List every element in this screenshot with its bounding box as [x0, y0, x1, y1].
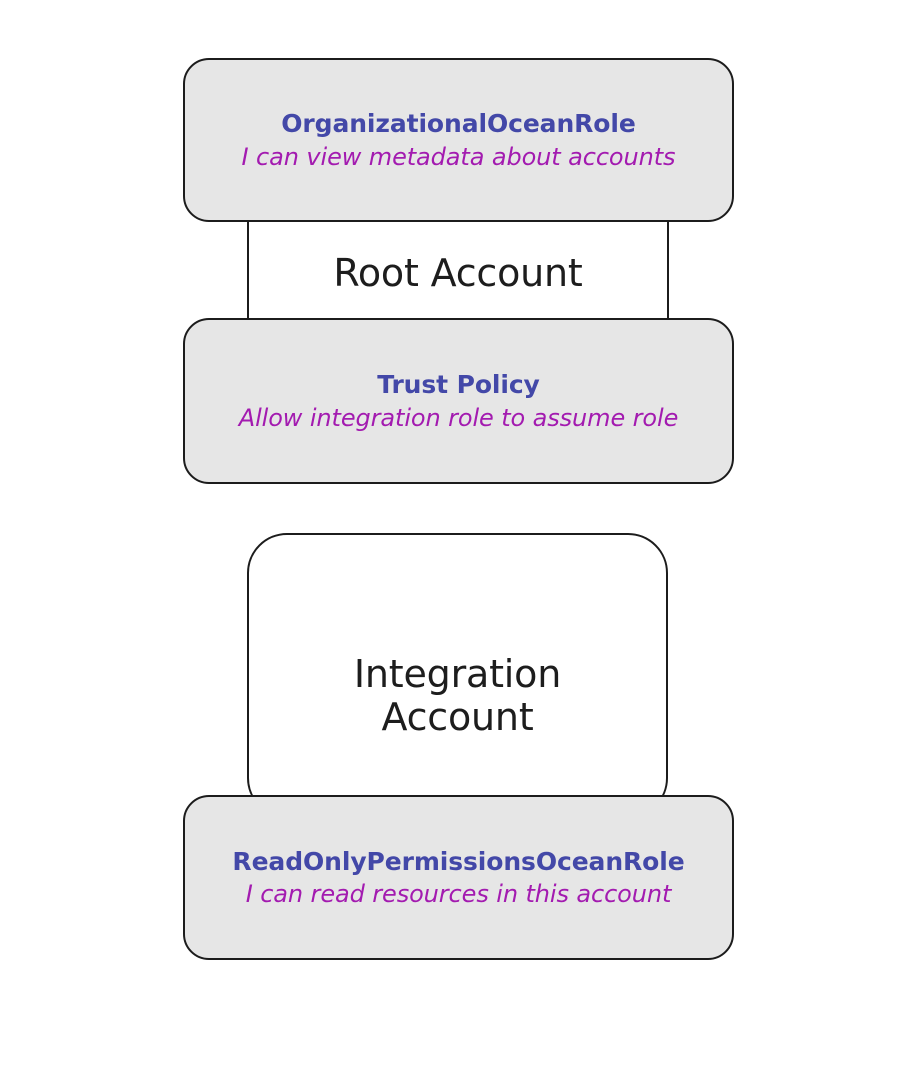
- trust-policy-box[interactable]: Trust Policy Allow integration role to a…: [183, 318, 734, 484]
- integration-account-label: Integration Account: [353, 652, 562, 739]
- organizational-ocean-role-title: OrganizationalOceanRole: [281, 109, 636, 139]
- trust-policy-subtitle: Allow integration role to assume role: [238, 403, 679, 432]
- integration-account-container: Integration Account: [247, 533, 668, 818]
- readonly-permissions-ocean-role-subtitle: I can read resources in this account: [245, 880, 672, 909]
- root-account-label: Root Account: [333, 251, 583, 295]
- organizational-ocean-role-box[interactable]: OrganizationalOceanRole I can view metad…: [183, 58, 734, 222]
- readonly-permissions-ocean-role-title: ReadOnlyPermissionsOceanRole: [232, 846, 685, 876]
- readonly-permissions-ocean-role-box[interactable]: ReadOnlyPermissionsOceanRole I can read …: [183, 795, 734, 960]
- organizational-ocean-role-subtitle: I can view metadata about accounts: [241, 142, 676, 171]
- trust-policy-title: Trust Policy: [377, 370, 540, 400]
